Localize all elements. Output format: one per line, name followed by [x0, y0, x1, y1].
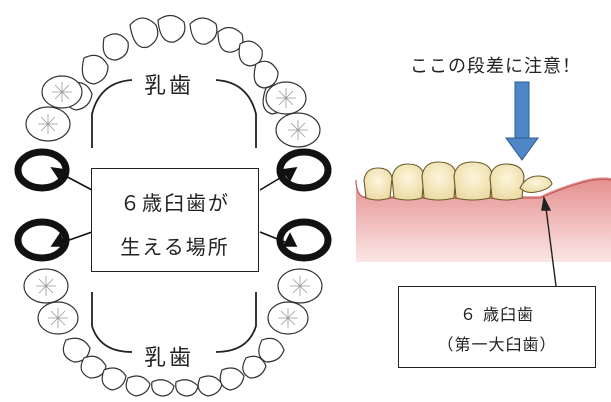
top-milk-teeth-label: 乳歯	[138, 68, 201, 100]
lower-tooth	[258, 337, 285, 363]
lower-dental-arch	[23, 268, 323, 397]
upper-tooth	[253, 60, 279, 89]
lower-incisor	[175, 379, 199, 397]
lower-incisor	[151, 379, 175, 397]
upper-dental-arch	[25, 14, 321, 148]
side-tooth	[363, 167, 393, 201]
lower-tooth	[80, 355, 107, 379]
upper-bracket	[91, 79, 257, 148]
lower-incisor	[219, 367, 245, 391]
lower-tooth	[242, 355, 267, 379]
upper-molar-left-2	[25, 106, 71, 142]
lower-incisor	[197, 375, 223, 397]
note-line-2: （第一大臼歯）	[437, 335, 557, 354]
note-pointer	[541, 195, 557, 287]
upper-molar-right-2	[275, 112, 321, 148]
ring-lower-left	[14, 218, 70, 262]
side-tooth	[489, 163, 525, 201]
pointer-arrows	[50, 166, 298, 247]
center-label-line-2: 生える場所	[120, 235, 230, 259]
caution-text: ここの段差に注意！	[410, 56, 581, 77]
lower-incisor	[101, 367, 127, 391]
side-tooth	[391, 163, 425, 201]
six-year-molar-note-box: ６ 歳臼歯 （第一大臼歯）	[398, 286, 596, 368]
upper-incisor	[129, 17, 159, 49]
caution-arrow	[505, 81, 539, 161]
center-label-line-1: ６歳臼歯が	[120, 191, 230, 215]
upper-molar-right-1	[265, 81, 307, 115]
lower-molar-right-1	[277, 268, 323, 304]
note-line-1: ６ 歳臼歯	[459, 305, 535, 324]
new-molar	[519, 175, 553, 194]
side-tooth	[421, 161, 457, 201]
gum-outline	[355, 178, 611, 199]
upper-tooth	[81, 54, 109, 85]
side-teeth	[363, 161, 553, 201]
lower-molar-left-1	[23, 268, 69, 304]
upper-molar-left-1	[41, 75, 83, 109]
lower-molar-left-2	[37, 301, 79, 335]
upper-tooth	[238, 40, 263, 67]
bottom-milk-teeth-label: 乳歯	[138, 340, 201, 372]
ring-upper-right	[276, 148, 332, 192]
lower-molar-right-2	[267, 301, 309, 335]
lower-incisor	[125, 375, 151, 397]
side-tooth	[453, 161, 493, 201]
upper-tooth	[102, 33, 129, 61]
six-year-molar-location-box: ６歳臼歯が 生える場所	[91, 168, 259, 272]
upper-incisor	[157, 14, 186, 43]
upper-incisor	[189, 17, 218, 45]
lower-bracket	[91, 292, 257, 353]
